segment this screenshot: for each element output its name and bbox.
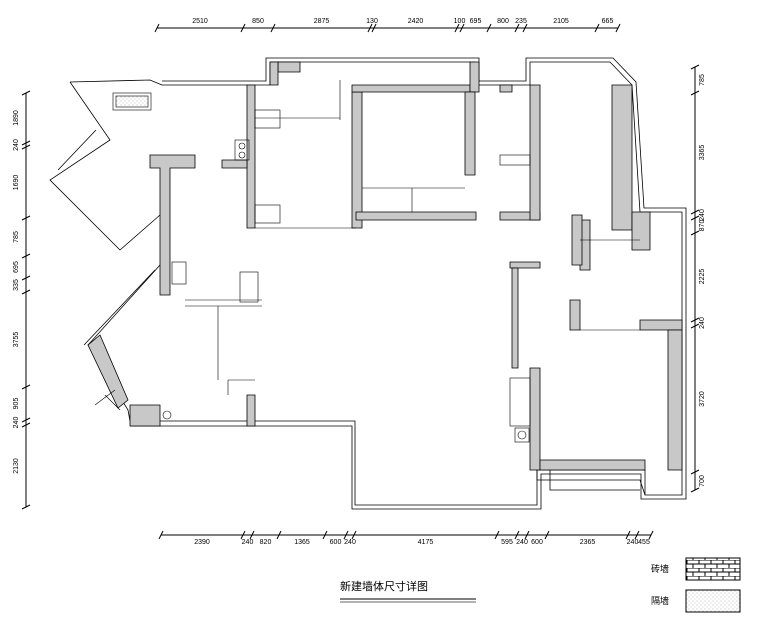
dimension-tick	[240, 23, 246, 33]
bottom-dimension-label: 240	[242, 539, 254, 546]
dimension-tick	[322, 530, 328, 540]
dimension-tick	[454, 23, 460, 33]
bottom-dimension-label: 2365	[580, 539, 596, 546]
top-dimension-label: 800	[497, 18, 509, 25]
bottom-dimension-label: 600	[330, 539, 342, 546]
left-dimension-label: 240	[13, 417, 20, 429]
bottom-dimension-label: 595	[501, 539, 513, 546]
dimension-tick	[343, 530, 349, 540]
top-dimension-label: 2875	[314, 18, 330, 25]
right-dimension-label: 3720	[699, 391, 706, 407]
dimension-tick	[21, 140, 31, 146]
bottom-dimension-label: 1365	[294, 539, 310, 546]
dimension-tick	[690, 317, 700, 323]
dimension-tick	[615, 23, 621, 33]
top-dimension-label: 2420	[408, 18, 424, 25]
dimension-tick	[486, 23, 492, 33]
dimension-tick	[21, 215, 31, 221]
right-dimension-label: 240	[699, 317, 706, 329]
legend-brick-swatch	[685, 557, 741, 581]
left-dimension-label: 2130	[13, 458, 20, 474]
top-dimension-label: 2105	[553, 18, 569, 25]
dimension-tick	[544, 530, 550, 540]
left-dimension-label: 695	[13, 261, 20, 273]
dimension-tick	[21, 144, 31, 150]
dimension-tick	[594, 23, 600, 33]
right-dimension-label: 785	[699, 74, 706, 86]
top-dimension-label: 665	[602, 18, 614, 25]
right-dimension-label: 2225	[699, 269, 706, 285]
dimension-tick	[21, 384, 31, 390]
dimension-tick	[690, 230, 700, 236]
dimension-tick	[21, 90, 31, 96]
outer-walls	[49, 57, 687, 510]
dimension-tick	[690, 469, 700, 475]
dimension-tick	[690, 215, 700, 221]
left-dimension-label: 3755	[13, 332, 20, 348]
dimension-tick	[21, 417, 31, 423]
dimension-tick	[154, 23, 160, 33]
dimension-tick	[276, 530, 282, 540]
dimension-tick	[522, 23, 528, 33]
right-dimension-label: 870	[699, 220, 706, 232]
bottom-dimension-label: 600	[531, 539, 543, 546]
dimension-tick	[690, 64, 700, 70]
dimension-tick	[21, 504, 31, 510]
dimension-tick	[690, 487, 700, 493]
bottom-dimension-label: 240	[627, 539, 639, 546]
dimension-tick	[514, 530, 520, 540]
dimension-tick	[494, 530, 500, 540]
left-dimension-label: 785	[13, 231, 20, 243]
bottom-dimension-label: 455	[638, 539, 650, 546]
drawing-title: 新建墙体尺寸详图	[340, 580, 428, 593]
dimension-tick	[690, 90, 700, 96]
left-dimension-label: 1890	[13, 110, 20, 126]
dimension-tick	[270, 23, 276, 33]
legend-label-partition: 隔墙	[651, 597, 670, 607]
structural-walls	[87, 61, 683, 471]
dimension-tick	[21, 289, 31, 295]
top-dimension-label: 100	[454, 18, 466, 25]
dimension-tick	[21, 422, 31, 428]
dimension-tick	[648, 530, 654, 540]
right-dimension-label: 240	[699, 209, 706, 221]
dimension-tick	[21, 253, 31, 259]
dimension-tick	[459, 23, 465, 33]
legend-label-brick: 砖墙	[651, 565, 670, 575]
bottom-dimension-label: 240	[344, 539, 356, 546]
dimension-tick	[690, 209, 700, 215]
legend-partition-swatch	[685, 589, 741, 613]
left-dimension-label: 1690	[13, 175, 20, 191]
left-dimension-label: 240	[13, 139, 20, 151]
dimension-tick	[158, 530, 164, 540]
dimension-tick	[367, 23, 373, 33]
dimension-tick	[240, 530, 246, 540]
dimension-tick	[514, 23, 520, 33]
dimension-tick	[634, 530, 640, 540]
dimension-tick	[524, 530, 530, 540]
right-dimension-label: 3365	[699, 145, 706, 161]
dimension-labels: 2510 850 2875 130 2420 100 695 800 235 2105 665 239…	[13, 18, 706, 546]
top-dimension-label: 695	[470, 18, 482, 25]
left-dimension-label: 335	[13, 279, 20, 291]
bottom-dimension-label: 240	[516, 539, 528, 546]
dimension-tick	[625, 530, 631, 540]
bottom-dimension-label: 2390	[194, 539, 210, 546]
top-dimension-label: 2510	[192, 18, 208, 25]
dimension-tick	[351, 530, 357, 540]
dimension-tick	[21, 275, 31, 281]
bottom-dimension-label: 4175	[418, 539, 434, 546]
right-dimension-label: 700	[699, 475, 706, 487]
interior-details	[94, 80, 640, 443]
top-dimension-label: 130	[366, 18, 378, 25]
top-dimension-label: 850	[252, 18, 264, 25]
left-dimension-label: 905	[13, 398, 20, 410]
top-dimension-label: 235	[515, 18, 527, 25]
dimension-tick	[249, 530, 255, 540]
dimension-lines	[21, 23, 700, 540]
dimension-tick	[371, 23, 377, 33]
bottom-dimension-label: 820	[260, 539, 272, 546]
dimension-tick	[690, 323, 700, 329]
